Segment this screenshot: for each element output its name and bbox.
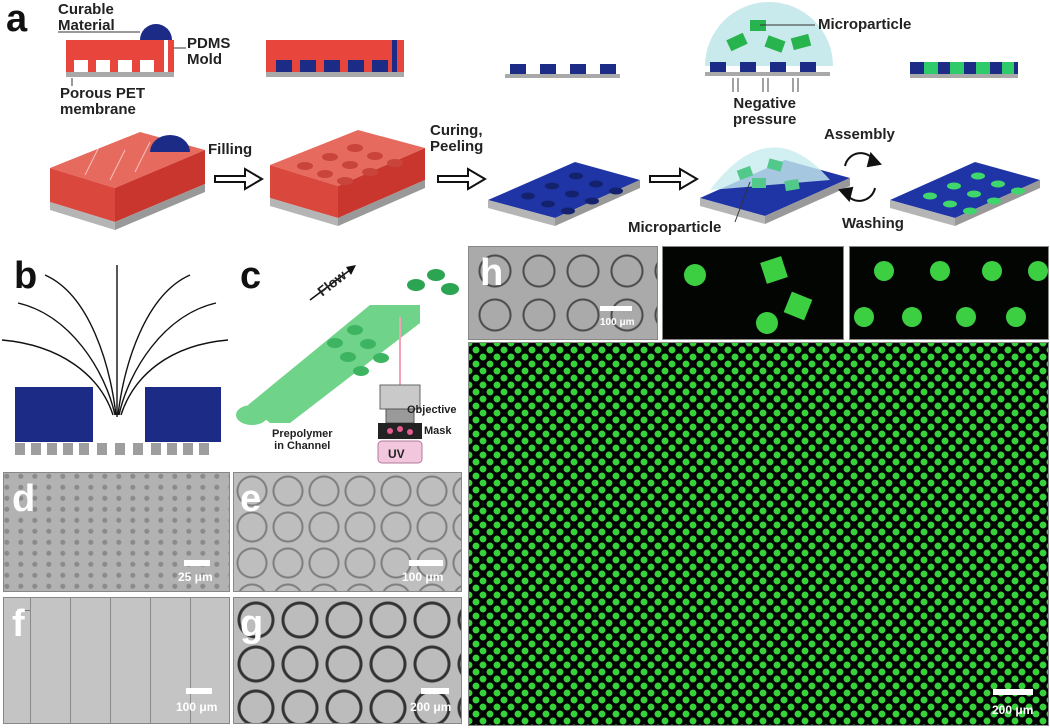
micrograph-h-fluor-1 [662,246,844,340]
micrograph-d [3,472,230,592]
fluor-2-particles [854,261,1048,327]
scalebar-h-large-label: 200 μm [992,703,1034,717]
micrograph-h-array [468,342,1049,726]
washing-label: Washing [842,215,904,232]
scalebar-f-label: 100 μm [176,700,218,714]
scalebar-h-small [600,306,632,311]
scalebar-f [186,688,212,694]
scalebar-h-large [993,689,1033,695]
panel-g-letter: g [240,603,264,645]
scalebar-d [184,560,210,566]
microparticle-bottom-label: Microparticle [628,219,722,236]
step2-block [270,130,425,226]
panel-b-streamlines [1,265,229,455]
porous-pet-label: Porous PET membrane [60,85,146,118]
scalebar-g [421,688,449,694]
prepolymer-label: Prepolymer in Channel [272,428,333,452]
step4-block [700,147,850,224]
pdms-mold-label: PDMS Mold [187,35,231,68]
step3-block [488,162,640,226]
step3-cross-section [505,64,620,78]
microparticle-top-label: Microparticle [818,16,912,33]
scalebar-e [409,560,443,566]
curing-peeling-label: Curing, Peeling [430,122,484,155]
micrograph-g [233,597,462,724]
uv-label: UV [388,447,405,461]
curable-material-label: Curable Material [58,1,115,34]
step1-block [50,132,205,230]
negative-pressure-label: Negative pressure [733,95,797,128]
assembly-label: Assembly [824,126,895,143]
step1-cross-section [58,24,186,86]
micrograph-h-fluor-2 [849,246,1049,340]
panel-c-device [236,265,459,464]
step4-cross-section [705,2,833,92]
filling-label: Filling [208,141,253,158]
micrograph-e [233,472,462,592]
process-arrows [214,167,699,191]
scalebar-e-label: 100 μm [402,570,444,584]
scalebar-g-label: 200 μm [410,700,452,714]
panel-d-letter: d [12,478,36,520]
step5-block [890,162,1040,226]
panel-h-letter: h [480,252,504,294]
objective-label: Objective [407,404,457,416]
fluor-1-particles [684,256,813,334]
panel-c-letter: c [240,255,262,297]
mask-label: Mask [424,425,452,437]
step5-cross-section [910,62,1018,78]
panel-f-letter: f [12,603,25,645]
micrograph-h-brightfield [468,246,658,340]
cycle-arrows [838,151,882,203]
panel-b-letter: b [14,255,38,297]
step2-cross-section [266,40,404,77]
micrograph-f [3,597,230,724]
panel-e-letter: e [240,478,262,520]
panel-a-letter: a [6,0,28,40]
panel-a-schematic [50,2,1040,230]
scalebar-d-label: 25 μm [178,570,213,584]
scalebar-h-small-label: 100 μm [600,317,635,328]
